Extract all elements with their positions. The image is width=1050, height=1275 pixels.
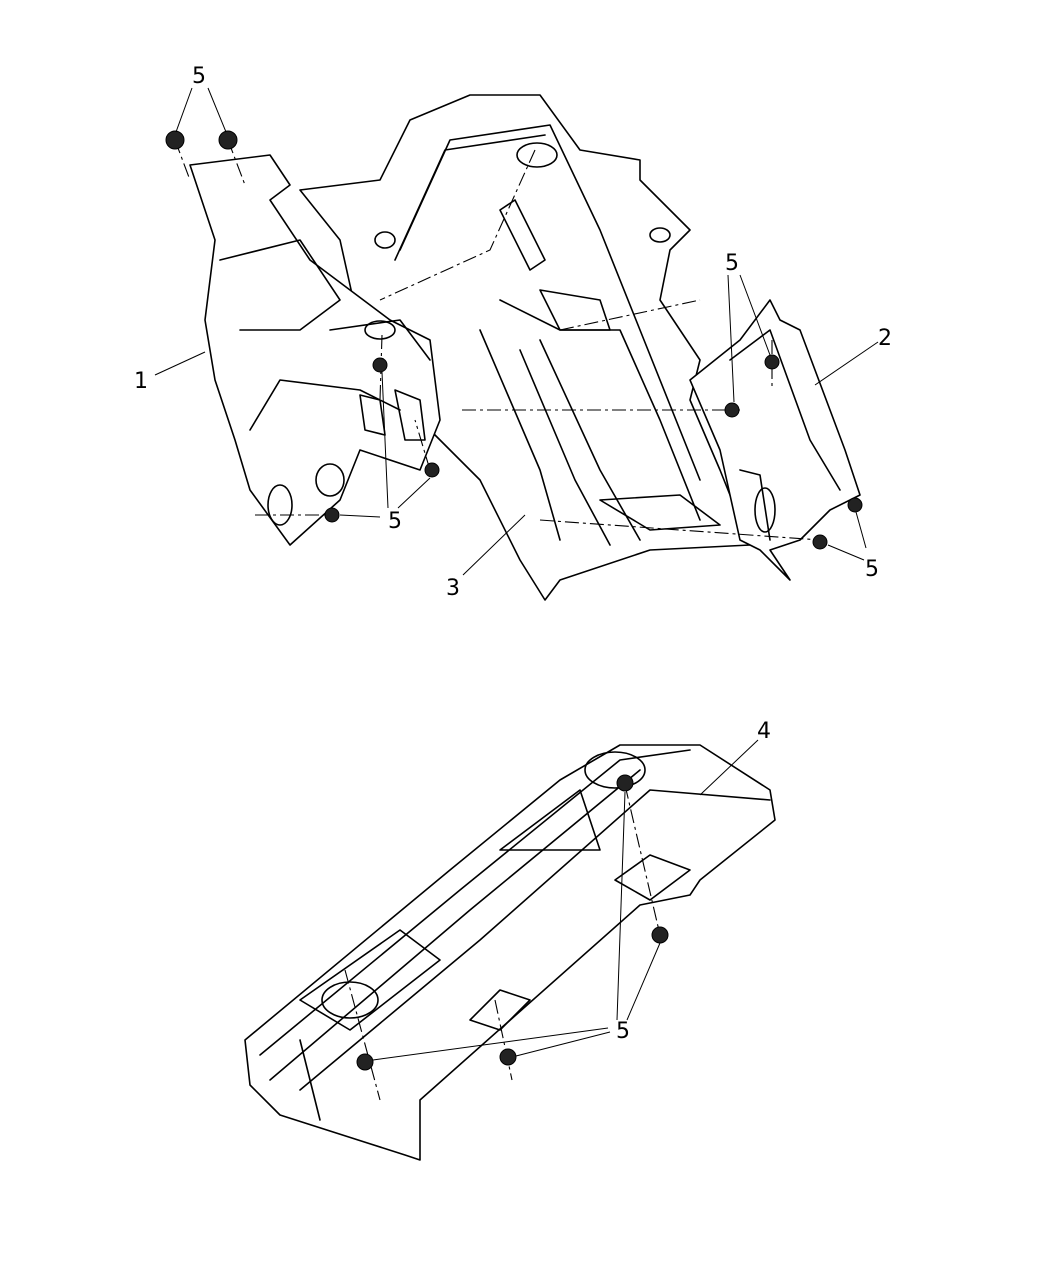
nuts-part-5: [165, 130, 863, 1071]
callout-5-top-right: 5: [725, 251, 739, 276]
callout-5-top-left: 5: [192, 64, 206, 89]
callout-4: 4: [757, 719, 771, 744]
floor-pan-part-3: [299, 94, 751, 601]
fastener-centerlines: [174, 139, 821, 1101]
callout-5-mid-left: 5: [388, 509, 402, 534]
callout-1: 1: [134, 369, 148, 394]
leader-lines: [154, 87, 879, 1061]
callout-5-bottom-right: 5: [865, 557, 879, 582]
callout-5-lower-shield: 5: [616, 1019, 630, 1044]
callout-2: 2: [878, 326, 892, 351]
callout-3: 3: [446, 576, 460, 601]
heat-shield-part-4: [244, 744, 776, 1161]
heat-shield-part-1: [189, 154, 441, 546]
